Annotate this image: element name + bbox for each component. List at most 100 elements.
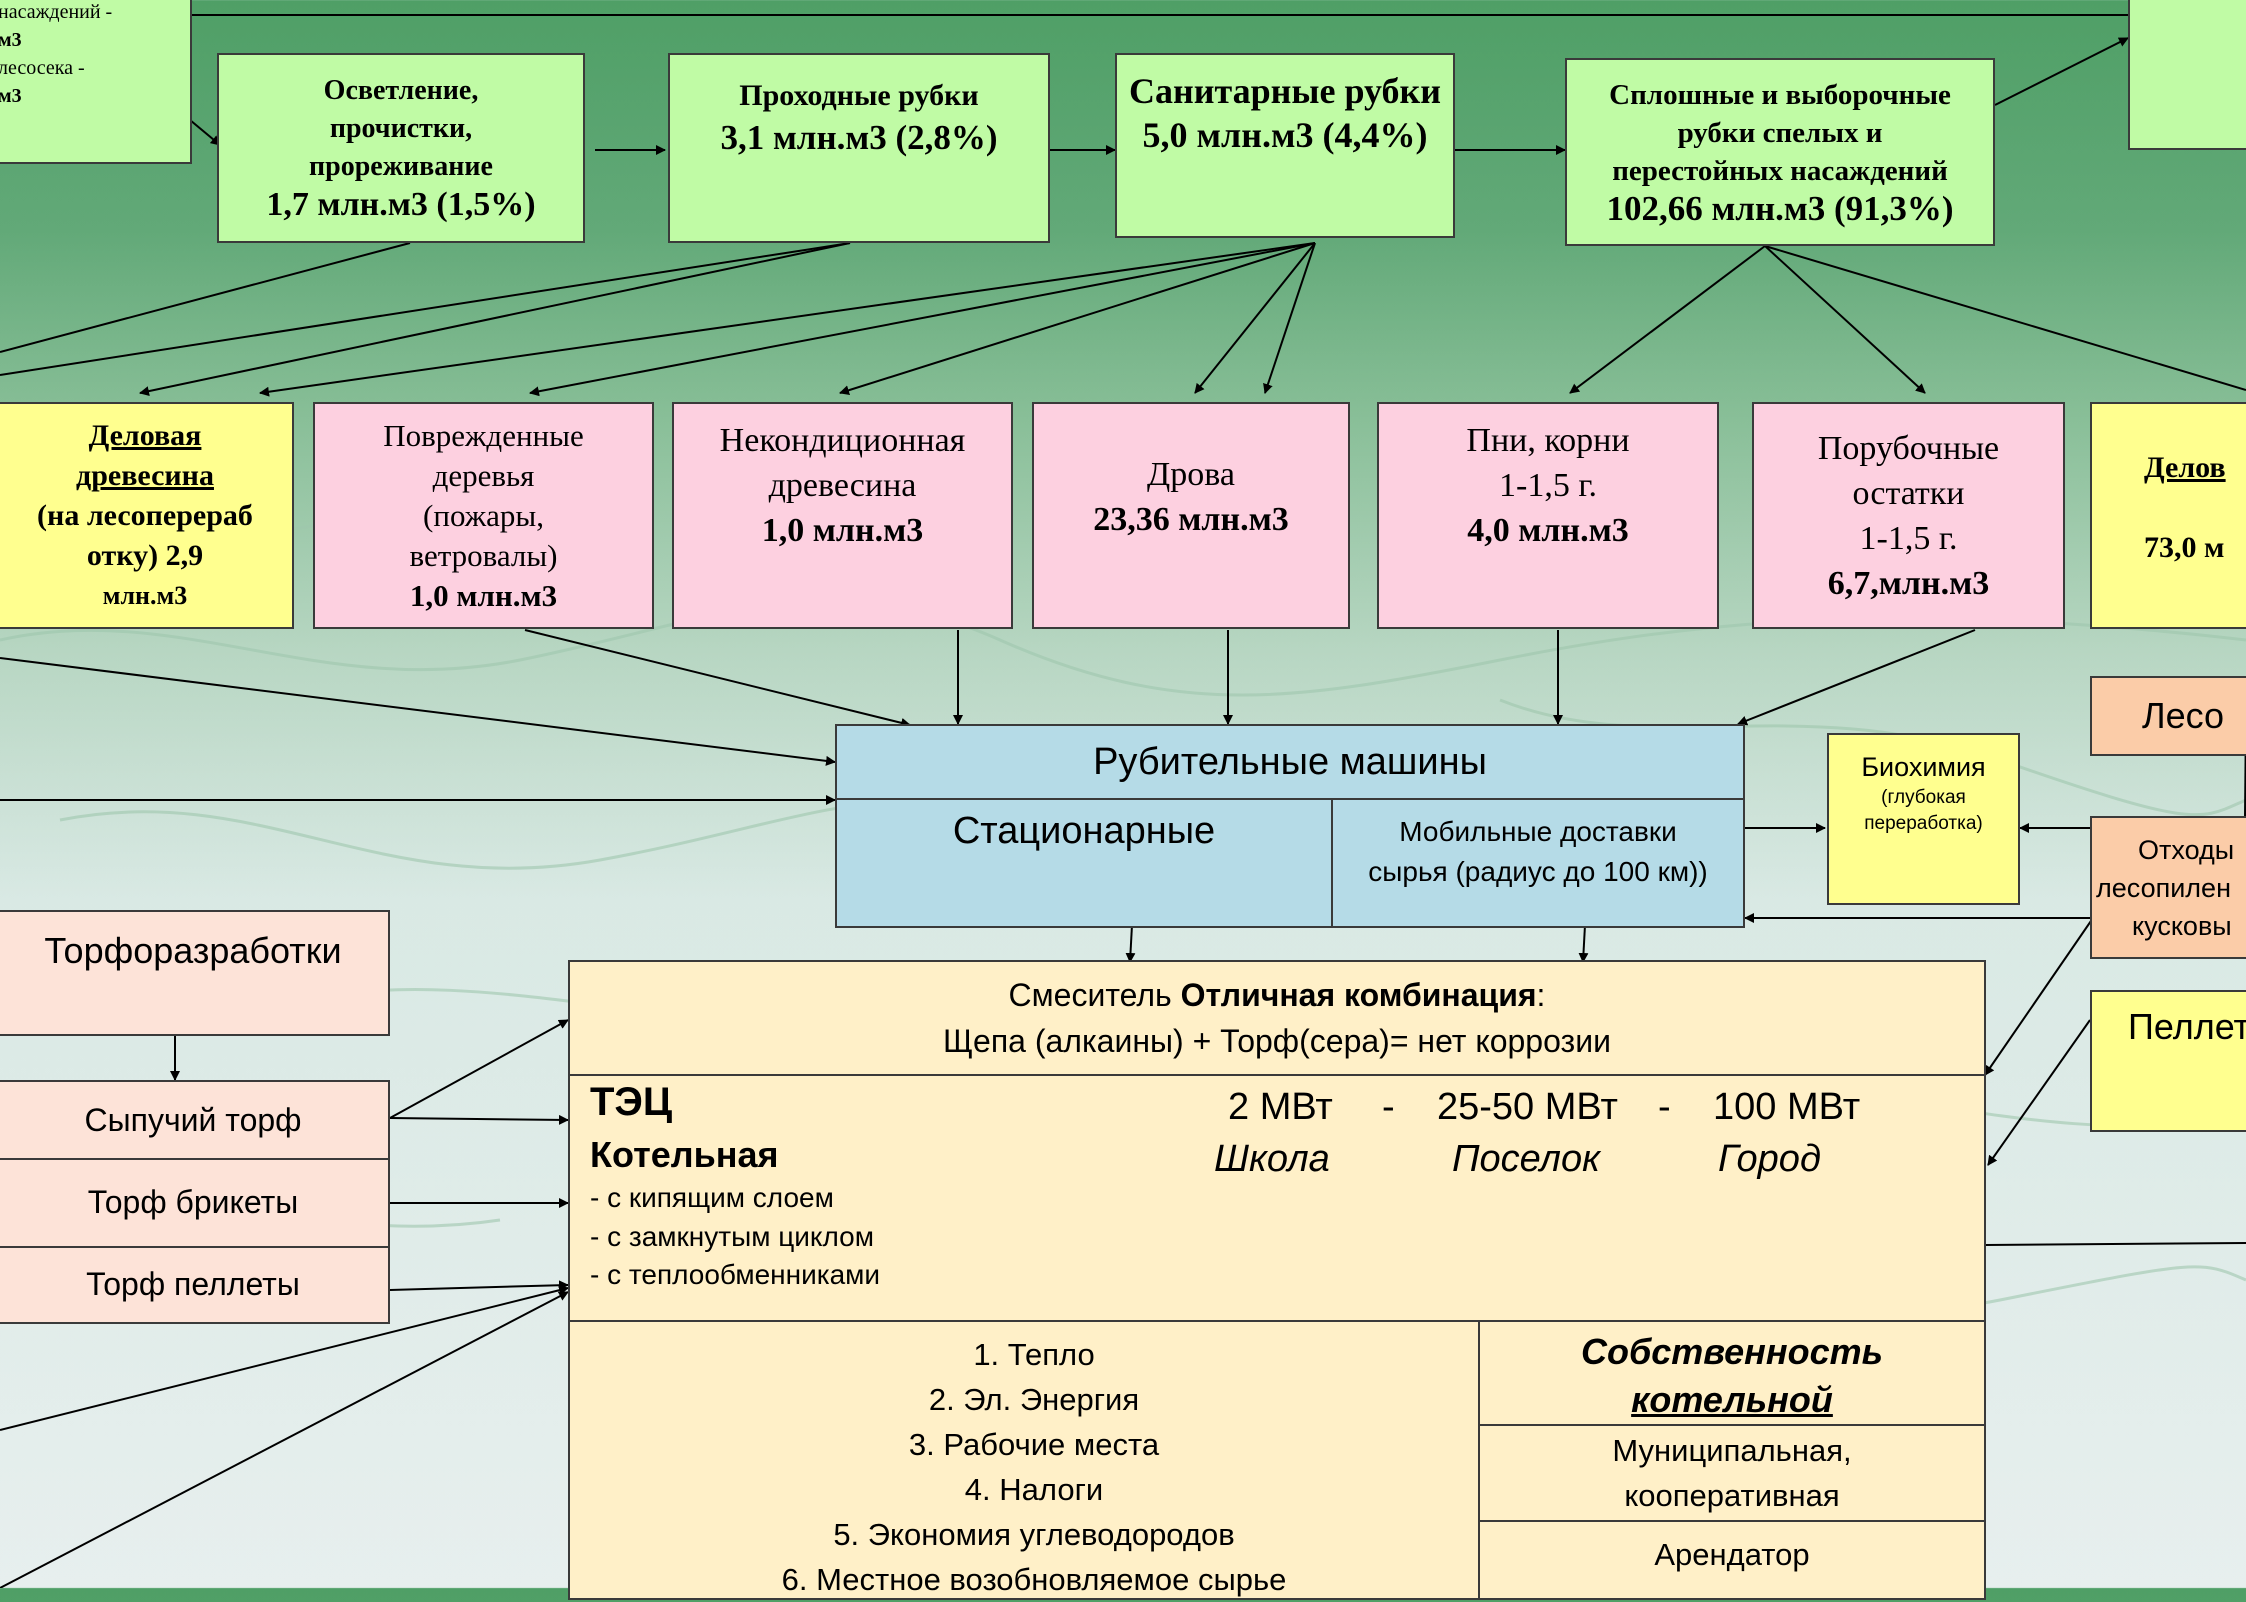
benefit-item: 6. Местное возобновляемое сырье: [781, 1562, 1287, 1597]
benefit-item: 1. Тепло: [973, 1337, 1095, 1372]
stage-label: рубки спелых и: [1677, 117, 1883, 149]
mobile-label: сырья (радиус до 100 км)): [1368, 856, 1708, 887]
mixer-formula: Щепа (алкаины) + Торф(сера)= нет коррози…: [943, 1023, 1611, 1059]
stage-label: Санитарные рубки: [1128, 71, 1441, 111]
ownership-section: Собственность котельной Муниципальная, к…: [1480, 1320, 1984, 1598]
residues-label: остатки: [1852, 474, 1965, 512]
sawmill-waste-partial-box: Отходы лесопилен кусковы: [2090, 816, 2246, 959]
damaged-volume: 1,0 млн.м3: [409, 577, 558, 613]
power-medium: 25-50 МВт: [1437, 1086, 1618, 1128]
stage-volume: 3,1 млн.м3 (2,8%): [720, 118, 998, 157]
benefit-item: 3. Рабочие места: [908, 1427, 1160, 1462]
stumps-label: Пни, корни: [1466, 422, 1630, 459]
sawmill-label: Лесо: [2142, 695, 2225, 736]
substandard-label: Некондиционная: [719, 422, 966, 459]
benefit-item: 5. Экономия углеводородов: [833, 1517, 1235, 1552]
place-settlement: Поселок: [1452, 1138, 1601, 1180]
stage-sanitary-cuts: Санитарные рубки 5,0 млн.м3 (4,4%): [1115, 53, 1455, 238]
biochem-note: (глубокая: [1881, 787, 1966, 808]
stumps-label: 1-1,5 г.: [1499, 467, 1597, 504]
place-school: Школа: [1214, 1138, 1330, 1180]
place-city: Город: [1718, 1138, 1821, 1180]
stage-volume: 5,0 млн.м3 (4,4%): [1142, 115, 1428, 155]
stage-clear-cuts: Сплошные и выборочные рубки спелых и пер…: [1565, 58, 1995, 246]
power-small: 2 МВт: [1228, 1086, 1333, 1128]
stage-volume: 102,66 млн.м3 (91,3%): [1606, 189, 1954, 228]
stage-label: Сплошные и выборочные: [1609, 79, 1951, 111]
wood-title: древесина: [76, 458, 214, 492]
chippers-mobile: Мобильные доставки сырья (радиус до 100 …: [1333, 798, 1743, 926]
benefits-list: 1. Тепло 2. Эл. Энергия 3. Рабочие места…: [570, 1320, 1480, 1598]
power-large: 100 МВт: [1713, 1086, 1861, 1128]
top-right-partial-box: [2128, 0, 2246, 150]
commercial-wood-right: Делов 73,0 м: [2090, 402, 2246, 629]
damaged-label: деревья: [432, 457, 535, 493]
waste-label: Отходы: [2138, 834, 2235, 865]
mixer-highlight: Отличная комбинация: [1180, 977, 1537, 1013]
residues-label: 1-1,5 г.: [1859, 519, 1958, 557]
firewood-volume: 23,36 млн.м3: [1093, 501, 1289, 538]
ownership-tenant: Арендатор: [1654, 1537, 1810, 1572]
chipping-machines-box: Рубительные машины Стационарные Мобильны…: [835, 724, 1745, 928]
stage-label: прореживание: [309, 151, 493, 182]
partial-line: насаждений -: [0, 1, 113, 23]
wood-volume: 73,0 м: [2144, 531, 2225, 564]
stage-label: Проходные рубки: [739, 79, 979, 112]
stage-thinning: Осветление, прочистки, прореживание 1,7 …: [217, 53, 585, 243]
partial-line: м3: [0, 85, 22, 107]
ownership-title: Собственность котельной: [1480, 1320, 1984, 1426]
peat-item-pellets: Торф пеллеты: [86, 1266, 300, 1302]
residues-label: Порубочные: [1817, 429, 2000, 467]
residues-volume: 6,7,млн.м3: [1827, 564, 1990, 602]
top-left-partial-box: насаждений - м3 лесосека - м3: [0, 0, 192, 164]
wood-note: отку) 2,9: [86, 538, 204, 572]
municipal-label: кооперативная: [1624, 1478, 1840, 1513]
biochemistry-box: Биохимия (глубокая переработка): [1827, 733, 2020, 905]
logging-residues-box: Порубочные остатки 1-1,5 г. 6,7,млн.м3: [1752, 402, 2065, 629]
ownership-title-line: котельной: [1631, 1379, 1833, 1420]
stumps-roots-box: Пни, корни 1-1,5 г. 4,0 млн.м3: [1377, 402, 1719, 629]
mixer-prefix: Смеситель: [1008, 977, 1181, 1013]
mixer-suffix: :: [1536, 977, 1546, 1013]
peat-extraction-box: Торфоразработки: [0, 910, 390, 1036]
damaged-label: (пожары,: [423, 497, 544, 533]
mobile-label: Мобильные доставки: [1399, 816, 1677, 847]
chippers-title: Рубительные машины: [837, 726, 1743, 800]
partial-line: м3: [0, 29, 22, 51]
substandard-wood-box: Некондиционная древесина 1,0 млн.м3: [672, 402, 1013, 629]
chp-type: - с замкнутым циклом: [590, 1221, 874, 1252]
stage-label: перестойных насаждений: [1612, 155, 1948, 187]
chp-section: ТЭЦ Котельная - с кипящим слоем - с замк…: [570, 1076, 1984, 1322]
waste-label: кусковы: [2132, 910, 2232, 941]
stumps-volume: 4,0 млн.м3: [1467, 512, 1629, 549]
peat-products-box: Сыпучий торф Торф брикеты Торф пеллеты: [0, 1080, 390, 1324]
peat-title: Торфоразработки: [44, 930, 342, 971]
biochem-note: переработка): [1864, 813, 1983, 834]
wood-note: (на лесоперераб: [37, 498, 253, 532]
waste-label: лесопилен: [2096, 872, 2231, 903]
commercial-wood-left: Деловая древесина (на лесоперераб отку) …: [0, 402, 294, 629]
firewood-box: Дрова 23,36 млн.м3: [1032, 402, 1350, 629]
wood-title: Делов: [2144, 451, 2226, 484]
benefit-item: 2. Эл. Энергия: [928, 1382, 1140, 1417]
benefit-item: 4. Налоги: [964, 1472, 1104, 1507]
stage-passing-cuts: Проходные рубки 3,1 млн.м3 (2,8%): [668, 53, 1050, 243]
firewood-label: Дрова: [1147, 456, 1235, 493]
chp-type: - с теплообменниками: [590, 1259, 881, 1290]
chippers-stationary: Стационарные: [837, 798, 1333, 926]
chp-type: - с кипящим слоем: [590, 1182, 834, 1213]
substandard-label: древесина: [768, 467, 917, 504]
stage-label: Осветление,: [323, 75, 479, 106]
chp-title: ТЭЦ: [590, 1080, 673, 1124]
damaged-trees-box: Поврежденные деревья (пожары, ветровалы)…: [313, 402, 654, 629]
damaged-label: ветровалы): [409, 537, 558, 573]
pellet-label: Пеллет: [2128, 1006, 2246, 1047]
biochem-title: Биохимия: [1861, 752, 1986, 782]
power-dash: -: [1658, 1086, 1671, 1128]
sawmill-partial-box: Лесо: [2090, 676, 2246, 756]
wood-title: Деловая: [88, 418, 202, 452]
stage-label: прочистки,: [329, 113, 473, 144]
mixer-section: Смеситель Отличная комбинация: Щепа (алк…: [570, 962, 1984, 1076]
ownership-municipal: Муниципальная, кооперативная: [1480, 1426, 1984, 1522]
peat-item-loose: Сыпучий торф: [0, 1082, 388, 1160]
